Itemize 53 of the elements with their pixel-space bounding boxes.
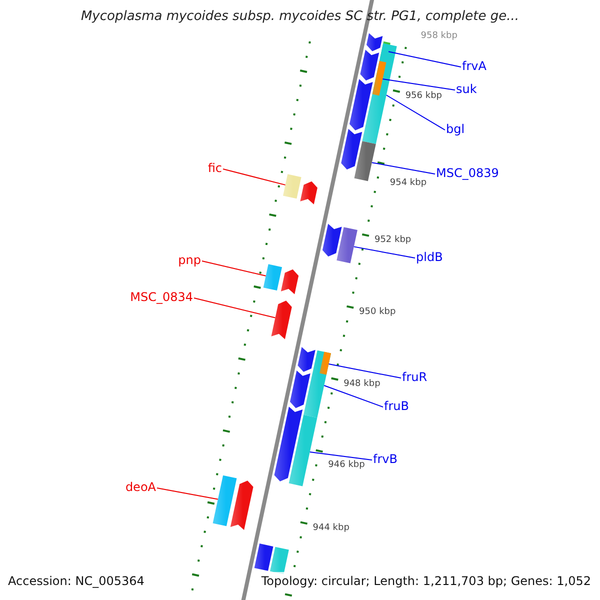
scale-label: 950 kbp	[359, 307, 396, 318]
gene-feature	[366, 33, 383, 52]
gene-label: fic	[208, 161, 222, 176]
gene-label: pldB	[416, 250, 443, 264]
gene-feature	[270, 546, 289, 574]
scale-label: 952 kbp	[374, 235, 412, 246]
gene-label: deoA	[125, 480, 156, 494]
gene-feature	[274, 406, 303, 482]
gene-feature	[372, 60, 386, 96]
gene-feature	[271, 300, 292, 340]
map-title: Mycoplasma mycoides subsp. mycoides SC str. PG1, complete ge...	[80, 9, 520, 25]
gene-feature	[341, 128, 362, 170]
gene-feature	[336, 227, 358, 264]
leader-line	[353, 246, 416, 258]
leader-line	[194, 298, 276, 318]
footer-text: Accession: NC_005364	[8, 574, 144, 588]
gene-feature	[230, 480, 254, 530]
gene-feature	[280, 269, 299, 294]
leader-line	[222, 168, 286, 186]
leader-line	[309, 452, 372, 460]
scale-label: 954 kbp	[390, 178, 427, 189]
leader-line	[328, 364, 402, 378]
gene-label: suk	[456, 82, 477, 96]
gene-feature	[254, 544, 274, 571]
gene-label: frvA	[462, 59, 486, 74]
gene-feature	[283, 174, 302, 199]
leader-line	[382, 78, 456, 90]
leader-line	[324, 385, 384, 408]
leader-line	[156, 488, 218, 500]
gene-feature	[298, 346, 316, 372]
gene-label: pnp	[178, 253, 201, 268]
gene-label: MSC_0839	[436, 166, 499, 180]
scale-label: 946 kbp	[328, 460, 365, 471]
scale-label: 944 kbp	[312, 522, 350, 534]
gene-feature	[320, 352, 332, 375]
gene-feature	[212, 475, 237, 526]
gene-label: fruR	[402, 370, 428, 384]
scale-label: 958 kbp	[420, 31, 458, 42]
scale-label: 956 kbp	[405, 91, 442, 102]
gene-label: fruB	[384, 399, 409, 414]
gene-feature	[288, 414, 318, 486]
gene-feature	[263, 264, 282, 291]
gene-feature	[290, 370, 310, 408]
gene-feature	[300, 181, 318, 204]
gene-feature	[322, 224, 342, 257]
leader-line	[386, 94, 446, 130]
scale-label: 948 kbp	[344, 379, 380, 390]
gene-feature	[354, 141, 376, 182]
leader-line	[371, 162, 436, 174]
leader-line	[202, 260, 266, 276]
gene-label: MSC_0834	[130, 290, 193, 304]
gene-label: frvB	[373, 452, 398, 466]
gene-label: bgl	[446, 122, 465, 136]
